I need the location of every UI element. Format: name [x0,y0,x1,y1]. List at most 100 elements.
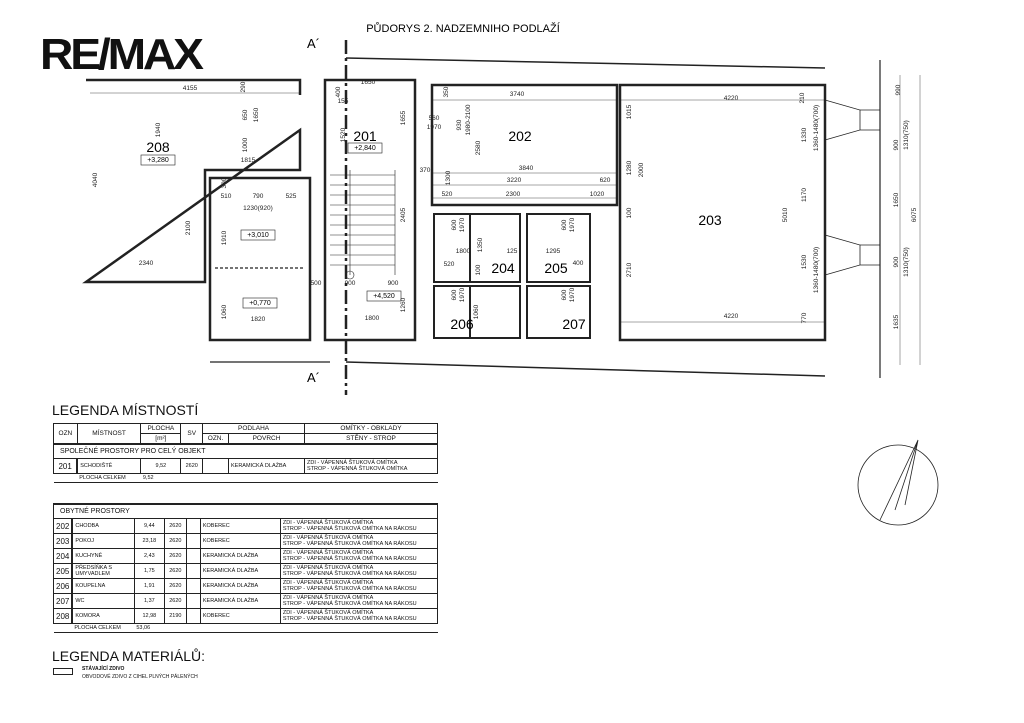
dimension-label: 1650 [253,107,260,122]
dimension-label: 1060 [221,304,228,319]
dimension-label: 1310(750) [903,120,910,150]
room-name: PŘEDSÍŇKA S UMYVADLEM [71,563,135,579]
ceiling-finish: STROP - VÁPENNÁ ŠTUKOVÁ OMÍTKA NA RÁKOSU [282,616,417,622]
dimension-label: 560 [429,115,440,122]
dimension-label: 1820 [251,316,266,323]
floor-surface: KOBEREC [199,533,281,549]
dimension-label: 900 [345,280,356,287]
dimension-label: 155 [338,98,349,105]
dimension-label: 4155 [183,85,198,92]
room-207: 207 [562,316,586,332]
dimension-label: 1015 [626,104,633,119]
dimension-label: 400 [573,260,584,267]
dimension-label: 5010 [782,207,789,222]
floor-surface: KERAMICKÁ DLAŽBA [199,593,281,609]
dimension-label: 350 [443,86,450,97]
dimension-label: 370 [420,167,431,174]
dimension-label: 600 [451,219,458,230]
dimension-label: 1800 [456,248,471,255]
dimension-label: 4220 [724,313,739,320]
dimension-label: 400 [335,86,342,97]
col-podlaha: PODLAHA [202,423,306,434]
dimension-label: 1020 [590,191,605,198]
dimension-label: 1650 [893,192,900,207]
floor-surface: KERAMICKÁ DLAŽBA [199,548,281,564]
floor-code [185,548,201,564]
floor-surface: KERAMICKÁ DLAŽBA [227,458,306,474]
dimension-label: 1655 [400,110,407,125]
dimension-label: 2340 [139,260,154,267]
walls-finish: ZDI - VÁPENNÁ ŠTUKOVÁ OMÍTKA [282,550,374,556]
level-box [240,229,276,241]
floor-surface: KERAMICKÁ DLAŽBA [199,578,281,594]
room-numbers: 208 201 202 203 204 205 206 207 [146,128,722,332]
dimension-label: 1970 [569,287,576,302]
room-id: 203 [53,533,74,549]
dimension-label: 1170 [801,188,808,202]
room-203: 203 [698,212,722,228]
level-box [242,297,278,309]
room-height: 2620 [163,593,187,609]
walls [82,40,939,526]
ceiling-finish: STROP - VÁPENNÁ ŠTUKOVÁ OMÍTKA NA RÁKOSU [282,541,417,547]
dimension-label: 600 [561,289,568,300]
dimension-label: 525 [286,193,297,200]
dimension-label: 520 [444,261,455,268]
room-height: 2620 [163,563,187,579]
dimension-label: 1350 [477,237,484,252]
total-value: 9,52 [140,473,181,483]
dimension-label: 290 [240,81,247,92]
floor-code [185,608,201,624]
dimension-label: 2300 [506,191,521,198]
room-height: 2620 [163,548,187,564]
ceiling-finish: STROP - VÁPENNÁ ŠTUKOVÁ OMÍTKA NA RÁKOSU [282,601,417,607]
col-omitky: OMÍTKY - OBKLADY [304,423,438,434]
room-area: 9,44 [133,518,165,534]
room-area: 1,91 [133,578,165,594]
col-steny: STĚNY - STROP [304,433,438,445]
dimension-label: 900 [388,280,399,287]
level-box [366,290,402,302]
dimension-label: 2580 [475,140,482,155]
level-mark: +2,840 [354,145,376,152]
legend-materials-title: LEGENDA MATERIÁLŮ: [52,648,206,664]
dimension-label: 1520 [340,127,347,142]
legend-rooms-title: LEGENDA MÍSTNOSTÍ [52,402,199,418]
dimension-label: 2100 [185,220,192,235]
section-living: OBYTNÉ PROSTORY [53,503,438,519]
floor-code [202,458,229,474]
room-height: 2620 [163,518,187,534]
dimension-label: 1230(920) [243,205,273,212]
col-unit: [m²] [140,433,182,445]
floor-code [185,578,201,594]
room-height: 2190 [163,608,187,624]
col-sv: SV [180,423,204,445]
floor-surface: KOBEREC [199,518,281,534]
dimension-label: 900 [893,139,900,150]
dimension-label: 1815 [241,157,256,164]
remax-logo: RE/MAX [40,30,204,79]
room-208: 208 [146,139,170,155]
walls-finish: ZDI - VÁPENNÁ ŠTUKOVÁ OMÍTKA [282,610,374,616]
walls-finish: ZDI - VÁPENNÁ ŠTUKOVÁ OMÍTKA [282,595,374,601]
level-mark: +3,280 [147,157,169,164]
room-id: 208 [53,608,74,624]
room-name: POKOJ [71,533,135,549]
room-id: 201 [53,458,79,474]
room-area: 2,43 [133,548,165,564]
ceiling-finish: STROP - VÁPENNÁ ŠTUKOVÁ OMÍTKA NA RÁKOSU [282,586,417,592]
dimension-label: 1300 [445,170,452,185]
room-id: 204 [53,548,74,564]
room-202: 202 [508,128,532,144]
col-ozn: OZN [53,423,78,445]
room-205: 205 [544,260,568,276]
dimension-label: 1295 [546,248,561,255]
dimension-label: 125 [507,248,518,255]
